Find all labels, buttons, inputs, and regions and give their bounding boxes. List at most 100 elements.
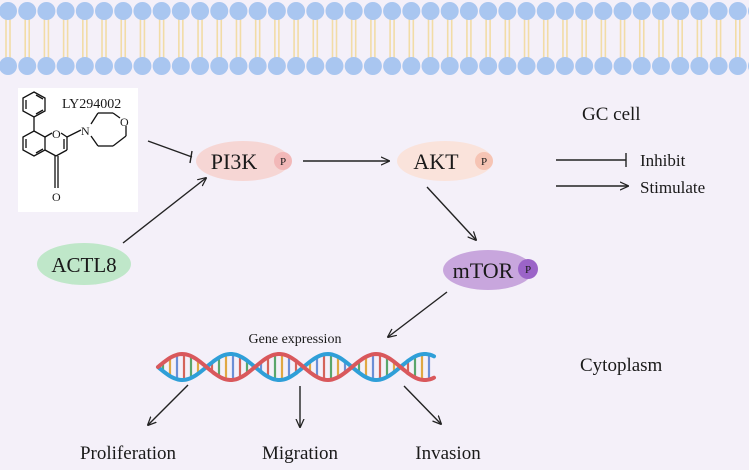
lipid-head [325, 57, 344, 75]
gene-expression-label: Gene expression [249, 332, 342, 347]
ring-oxygen-atom: O [52, 127, 61, 141]
dna-strand-blue [156, 351, 436, 383]
outcome-migration: Migration [262, 443, 338, 464]
lipid-head [363, 57, 382, 75]
carbonyl-oxygen-atom: O [52, 190, 61, 204]
lipid-head [651, 2, 670, 20]
lipid-head [613, 2, 632, 20]
lipid-head [248, 57, 267, 75]
dna-strand-red [156, 351, 436, 383]
lipid-head [383, 57, 402, 75]
lipid-head [210, 2, 229, 20]
lipid-head [344, 57, 363, 75]
inhibitor-name: LY294002 [62, 97, 121, 112]
lipid-head [536, 2, 555, 20]
stimulate-edge-akt-mtor [426, 186, 476, 240]
lipid-head [56, 2, 75, 20]
legend: GC cell Inhibit Stimulate [556, 104, 705, 197]
lipid-head [479, 2, 498, 20]
compartment-label: Cytoplasm [580, 355, 663, 376]
lipid-head [229, 57, 248, 75]
pi3k-phospho-badge [274, 152, 292, 170]
stimulate-edge-mtor-gene [388, 291, 448, 337]
akt-phospho-badge [475, 152, 493, 170]
lipid-head [651, 57, 670, 75]
stimulate-edge-actl8-pi3k [122, 178, 206, 244]
pathway-edges [122, 140, 476, 427]
lipid-head [594, 2, 613, 20]
akt-label: AKT [413, 149, 459, 174]
lipid-head [517, 57, 536, 75]
lipid-head [191, 57, 210, 75]
cell-membrane [0, 2, 749, 75]
legend-title: GC cell [582, 104, 641, 125]
lipid-head [517, 2, 536, 20]
lipid-head [114, 57, 133, 75]
lipid-head [152, 2, 171, 20]
lipid-head [671, 57, 690, 75]
lipid-head [171, 2, 190, 20]
lipid-head [690, 2, 709, 20]
lipid-head [95, 2, 114, 20]
lipid-head [383, 2, 402, 20]
lipid-head [133, 2, 152, 20]
lipid-head [498, 57, 517, 75]
lipid-head [344, 2, 363, 20]
pi3k-label: PI3K [211, 149, 258, 174]
lipid-head [613, 57, 632, 75]
structure-panel [18, 88, 138, 212]
lipid-head [402, 2, 421, 20]
legend-inhibit-label: Inhibit [640, 151, 686, 170]
mtor-label: mTOR [453, 258, 514, 283]
lipid-head [229, 2, 248, 20]
pi3k-node: PI3K P [196, 141, 292, 181]
lipid-head [555, 57, 574, 75]
lipid-head [421, 57, 440, 75]
mtor-node: mTOR P [443, 250, 538, 290]
lipid-head [18, 57, 37, 75]
lipid-head [306, 2, 325, 20]
arrow-to-invasion [403, 385, 441, 424]
lipid-head [37, 57, 56, 75]
inhibit-edge-ly294002-pi3k [147, 140, 193, 158]
arrow-to-proliferation [148, 384, 189, 425]
pi3k-phospho-label: P [280, 156, 286, 168]
lipid-head [363, 2, 382, 20]
dna-helix [156, 351, 436, 383]
lipid-head [0, 2, 17, 20]
lipid-head [114, 2, 133, 20]
akt-phospho-label: P [481, 156, 487, 168]
lipid-head [75, 2, 94, 20]
outcome-proliferation: Proliferation [80, 443, 177, 464]
lipid-head [75, 57, 94, 75]
lipid-head [575, 57, 594, 75]
lipid-head [440, 2, 459, 20]
lipid-head [594, 57, 613, 75]
lipid-head [498, 2, 517, 20]
lipid-head [133, 57, 152, 75]
lipid-head [267, 2, 286, 20]
lipid-head [56, 57, 75, 75]
lipid-head [555, 2, 574, 20]
actl8-ellipse [37, 243, 131, 285]
lipid-head [287, 2, 306, 20]
lipid-head [728, 2, 747, 20]
morpholine-oxygen-atom: O [120, 115, 129, 129]
lipid-head [0, 57, 17, 75]
lipid-head [709, 2, 728, 20]
lipid-head [152, 57, 171, 75]
pi3k-ellipse [196, 141, 290, 181]
lipid-head [306, 57, 325, 75]
lipid-head [421, 2, 440, 20]
lipid-head [479, 57, 498, 75]
lipid-head [575, 2, 594, 20]
actl8-node: ACTL8 [37, 243, 131, 285]
lipid-head [690, 57, 709, 75]
lipid-head [440, 57, 459, 75]
lipid-head [325, 2, 344, 20]
lipid-head [171, 57, 190, 75]
lipid-head [37, 2, 56, 20]
lipid-head [18, 2, 37, 20]
lipid-head [632, 57, 651, 75]
